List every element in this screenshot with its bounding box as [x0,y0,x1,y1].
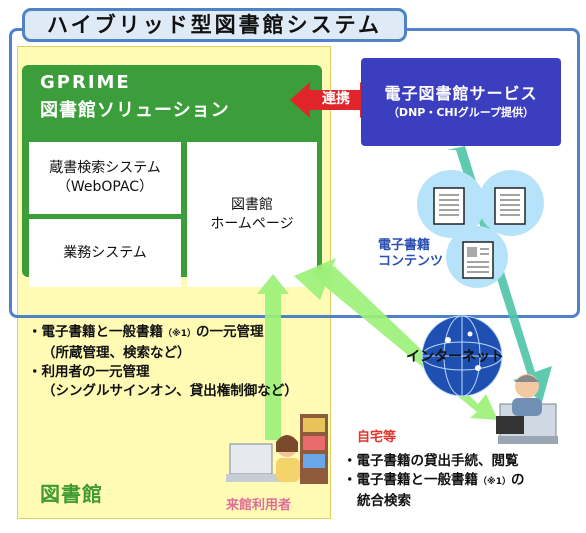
hybrid-system-title: ハイブリッド型図書館システム [22,8,407,42]
arrow-visitor-to-homepage [257,274,289,440]
dnp-service-subtitle: （DNP・CHIグループ提供） [387,106,535,119]
home-user-icon [496,374,558,444]
gprime-title: GPRIME [40,72,131,93]
library-feature-item: ・利用者の一元管理 [28,364,150,380]
library-feature-item: （所蔵管理、検索など） [42,345,191,361]
dnp-service-box: 電子図書館サービス （DNP・CHIグループ提供） [361,58,561,146]
library-homepage-box: 図書館 ホームページ [187,142,317,287]
internet-globe-icon [421,315,503,397]
internet-label: インターネット [406,349,504,365]
library-label: 図書館 [40,482,103,506]
dnp-service-title: 電子図書館サービス [384,84,538,103]
search-system-box: 蔵書検索システム （WebOPAC） [29,142,181,214]
link-arrow [290,82,380,118]
link-label: 連携 [322,91,350,107]
home-feature-item: ・電子書籍と一般書籍（※1）の [343,472,525,488]
library-feature-item: ・電子書籍と一般書籍（※1）の一元管理 [28,324,264,340]
library-feature-item: （シングルサインオン、貸出権制御など） [42,383,298,399]
arrow-head-left [294,258,336,300]
business-system-box: 業務システム [29,219,181,287]
library-feature-list: ・電子書籍と一般書籍（※1）の一元管理 （所蔵管理、検索など） ・利用者の一元管… [28,323,298,401]
visitor-icon [226,414,328,484]
home-label: 自宅等 [357,430,397,445]
gprime-subtitle: 図書館ソリューション [40,100,230,121]
home-feature-list: ・電子書籍の貸出手続、閲覧 ・電子書籍と一般書籍（※1）の 統合検索 [343,452,525,511]
visitor-label: 来館利用者 [226,498,292,513]
home-feature-item: ・電子書籍の貸出手続、閲覧 [343,453,519,469]
document-icon [462,241,494,279]
home-feature-item: 統合検索 [357,493,411,509]
document-icon [433,187,465,225]
document-icon [494,187,526,225]
ebook-contents-label: 電子書籍 コンテンツ [378,238,444,269]
